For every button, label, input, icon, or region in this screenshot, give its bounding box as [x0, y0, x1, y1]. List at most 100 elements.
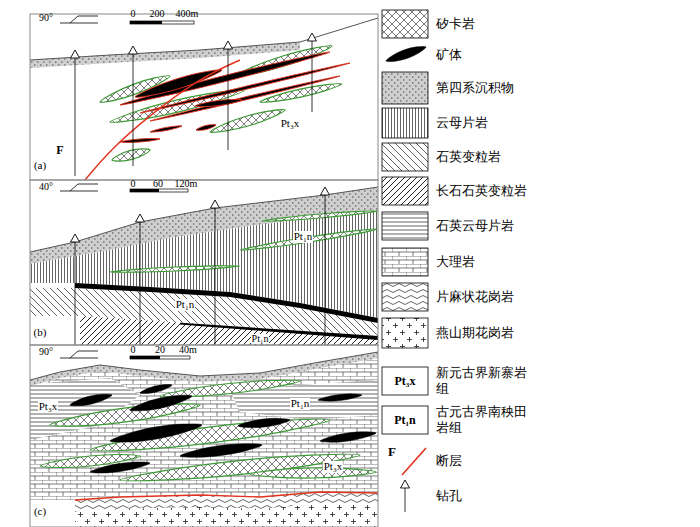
- drill-hole: [75, 58, 76, 176]
- drill-hole: [228, 49, 229, 150]
- azimuth-symbol: [60, 23, 98, 24]
- drill-hole: [140, 222, 141, 345]
- drill-symbol: [308, 33, 317, 41]
- legend-swatch: [386, 46, 426, 61]
- legend-swatch: [382, 10, 428, 38]
- feldspar-quartz-leptite: [80, 316, 378, 345]
- azimuth-symbol: [70, 351, 98, 358]
- drill-symbol: [129, 46, 138, 54]
- formation-label: Pt₁n: [251, 334, 270, 345]
- azimuth-symbol: [60, 191, 98, 192]
- legend-swatch: [382, 248, 428, 276]
- azimuth-symbol: [60, 358, 98, 359]
- ore-body: [120, 52, 330, 105]
- legend-text: 断层: [436, 453, 532, 469]
- ore-body: [318, 394, 362, 401]
- legend-symbol: F: [388, 445, 396, 459]
- scale-bar: [130, 189, 188, 192]
- formation-label: Pt₁n: [290, 398, 311, 410]
- formation-label: Pt₁n: [293, 231, 314, 243]
- drill-hole: [75, 242, 76, 345]
- ore-body: [110, 424, 202, 442]
- legend-text: 矽卡岩: [436, 16, 532, 32]
- ore-body: [238, 418, 290, 427]
- panel-label: (b): [33, 327, 48, 339]
- ore-body: [195, 99, 242, 106]
- ore-layer: [75, 283, 378, 323]
- dip-angle: 90°: [39, 347, 53, 358]
- dip-angle: 90°: [39, 13, 53, 24]
- dip-angle: 40°: [39, 182, 53, 193]
- azimuth-symbol: [70, 16, 98, 23]
- legend-text: 石英变粒岩: [436, 149, 532, 165]
- legend-symbol: Pt₃x: [395, 375, 416, 388]
- drill-symbol: [71, 234, 80, 242]
- legend-swatch: [382, 72, 428, 104]
- scale-tick: 0: [131, 345, 136, 356]
- skarn-band: [210, 110, 285, 133]
- scale-tick: 200: [150, 9, 165, 20]
- fault-line: [85, 60, 240, 180]
- legend-swatch: [382, 367, 428, 395]
- formation-label: Pt₁n: [175, 299, 196, 311]
- scale-bar: [130, 356, 190, 359]
- ore-body: [120, 139, 160, 143]
- legend-symbol: Pt₁n: [394, 414, 416, 427]
- ore-layer: [180, 323, 378, 340]
- surface-line: [30, 352, 378, 380]
- scale-bar: [130, 356, 160, 359]
- ore-body: [135, 70, 222, 98]
- formation-label: Pt₃x: [323, 461, 344, 473]
- drill-hole: [312, 41, 313, 112]
- yanshanian-granite: [75, 504, 378, 527]
- ore-body: [320, 432, 376, 442]
- formation-label: Pt₃x: [38, 401, 59, 413]
- legend-text: 云母片岩: [436, 115, 532, 131]
- scale-tick: 0: [131, 9, 136, 20]
- legend-swatch: [382, 212, 428, 240]
- legend-swatch: [382, 283, 428, 311]
- panel-frame: [30, 180, 378, 345]
- quaternary: [30, 352, 378, 386]
- scale-bar: [130, 189, 159, 192]
- skarn-band: [240, 229, 378, 250]
- legend-swatch: [402, 448, 426, 475]
- legend-swatch: [382, 406, 428, 434]
- legend-text: 燕山期花岗岩: [436, 325, 532, 341]
- legend-text: 长石石英变粒岩: [436, 183, 532, 199]
- scale-tick: 120m: [175, 179, 198, 190]
- ore-body: [70, 394, 112, 406]
- scale-tick: 40m: [179, 345, 197, 356]
- drill-symbol: [224, 41, 233, 49]
- drill-symbol: [401, 480, 410, 488]
- drill-hole: [133, 54, 134, 166]
- drill-symbol: [71, 50, 80, 58]
- ore-body: [130, 395, 192, 411]
- ore-body: [180, 444, 262, 458]
- legend-text: 大理岩: [436, 254, 532, 270]
- formation-label: Pt₃x: [280, 118, 301, 130]
- ore-body: [90, 462, 150, 473]
- fault-label: F: [55, 144, 64, 157]
- surface-line: [30, 187, 378, 252]
- scale-tick: 0: [131, 179, 136, 190]
- contact-line: [75, 492, 378, 500]
- legend-text: 矿体: [436, 47, 532, 63]
- drill-hole: [325, 195, 326, 345]
- panel-frame: [30, 14, 378, 180]
- legend-text: 片麻状花岗岩: [436, 289, 532, 305]
- legend-text: 钻孔: [436, 488, 532, 504]
- drill-hole: [405, 488, 406, 512]
- drill-symbol: [136, 214, 145, 222]
- legend-swatch: [382, 108, 428, 138]
- scale-tick: 20: [155, 345, 165, 356]
- azimuth-symbol: [70, 184, 98, 191]
- skarn-band: [250, 468, 376, 478]
- panel-frame: [30, 345, 378, 527]
- panel-label: (a): [33, 160, 47, 172]
- legend-swatch: [382, 177, 428, 205]
- drill-symbol: [211, 200, 220, 208]
